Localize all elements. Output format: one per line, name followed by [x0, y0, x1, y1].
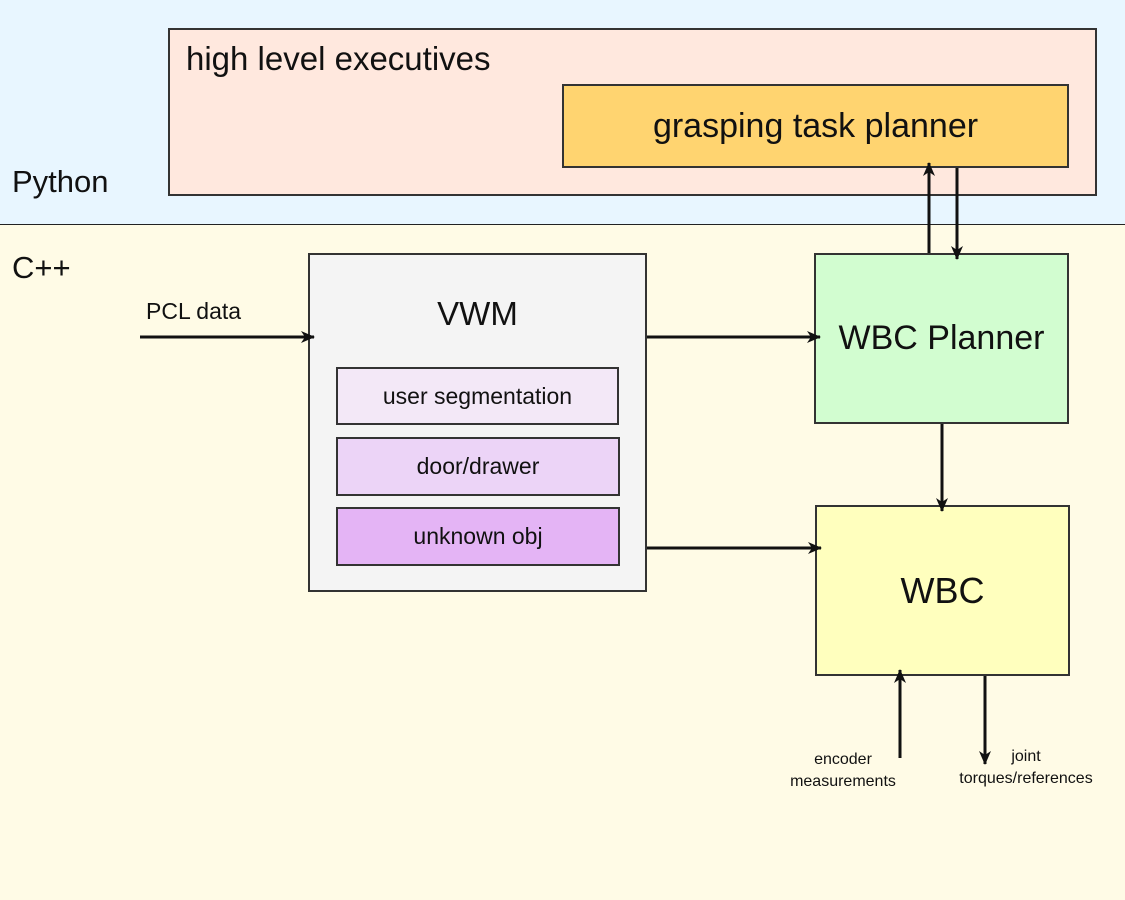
vwm-title: VWM [437, 295, 518, 332]
cpp-label: C++ [12, 250, 71, 285]
language-divider [0, 224, 1125, 225]
vwm-box: VWM user segmentation door/drawer unknow… [308, 253, 647, 592]
pcl-data-label: PCL data [146, 298, 242, 324]
joint-torques-label: joint torques/references [950, 746, 1102, 790]
high-level-executives-title: high level executives [186, 40, 491, 77]
door-drawer-box: door/drawer [336, 437, 620, 496]
unknown-obj-box: unknown obj [336, 507, 620, 566]
wbc-box: WBC [815, 505, 1070, 676]
joint-line2: torques/references [959, 770, 1093, 787]
encoder-measurements-label: encoder measurements [770, 749, 916, 793]
encoder-line2: measurements [790, 773, 896, 790]
user-segmentation-box: user segmentation [336, 367, 619, 425]
python-label: Python [12, 164, 109, 199]
wbc-planner-box: WBC Planner [814, 253, 1069, 424]
grasping-task-planner-box: grasping task planner [562, 84, 1069, 168]
joint-line1: joint [1011, 748, 1041, 765]
encoder-line1: encoder [814, 751, 872, 768]
